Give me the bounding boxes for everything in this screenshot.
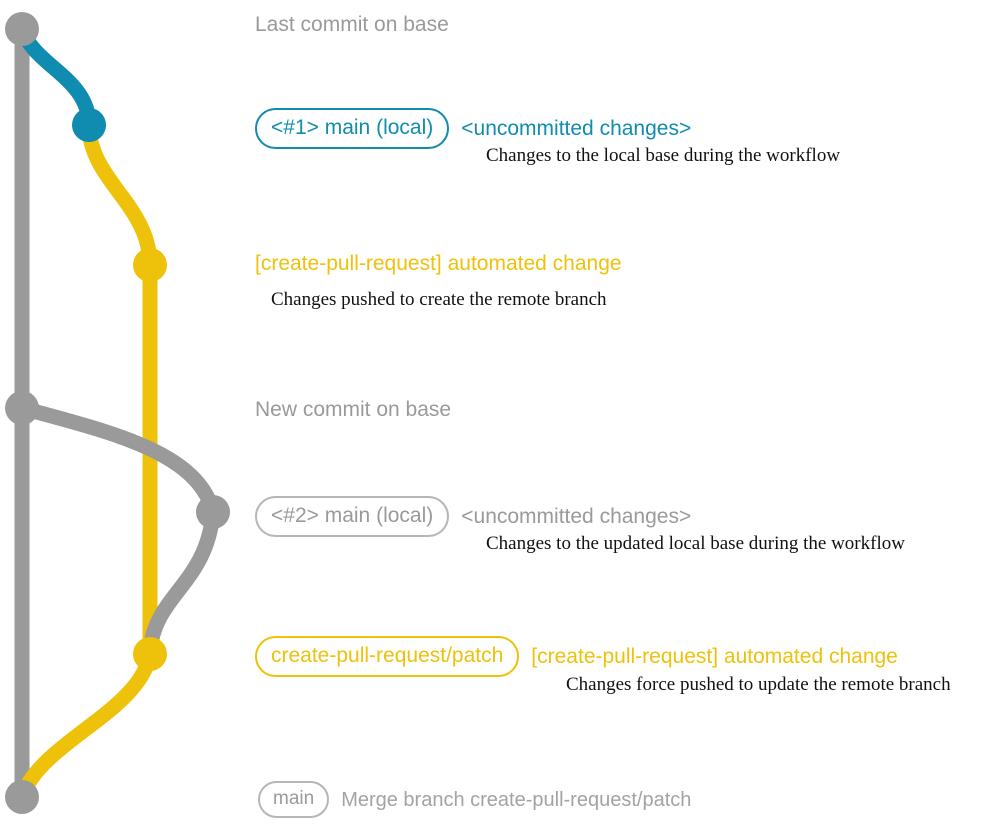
- row-subtext-automated-change-1: Changes pushed to create the remote bran…: [271, 289, 607, 310]
- row-headline-new-commit-on-base: New commit on base: [255, 398, 452, 421]
- branch-pill-create-pull-request-patch[interactable]: create-pull-request/patch: [255, 636, 520, 677]
- node-local-main-1: [72, 108, 106, 142]
- edge-local-main-2-to-patch-2: [142, 504, 221, 662]
- row-last-commit-on-base: Last commit on base: [255, 14, 449, 35]
- node-base-new: [5, 391, 39, 425]
- node-base-top: [5, 12, 39, 46]
- commit-nodes: [5, 12, 230, 814]
- edge-patch-2-to-merge: [14, 646, 158, 805]
- row-headline-last-commit-on-base: Last commit on base: [255, 13, 449, 36]
- row-headline-local-main-1: <uncommitted changes>: [461, 117, 692, 140]
- row-headline-automated-change-1: [create-pull-request] automated change: [255, 252, 622, 275]
- row-local-main-2: <#2> main (local) <uncommitted changes>: [255, 496, 691, 537]
- row-headline-automated-change-2: [create-pull-request] automated change: [531, 645, 898, 668]
- row-subtext-local-main-1: Changes to the local base during the wor…: [486, 145, 841, 166]
- row-merge-commit: main Merge branch create-pull-request/pa…: [258, 781, 691, 818]
- row-headline-local-main-2: <uncommitted changes>: [461, 505, 692, 528]
- row-local-main-1: <#1> main (local) <uncommitted changes>: [255, 108, 691, 149]
- node-patch-commit-1: [133, 248, 167, 282]
- row-subtext-automated-change-2: Changes force pushed to update the remot…: [566, 674, 951, 695]
- edge-local-main-1-to-patch-1: [81, 117, 158, 273]
- edge-base-to-local-main-1: [14, 21, 97, 133]
- branch-pill-main[interactable]: main: [258, 781, 330, 818]
- branch-pill-local-main-2[interactable]: <#2> main (local): [255, 496, 450, 537]
- branch-pill-local-main-1[interactable]: <#1> main (local): [255, 108, 450, 149]
- node-merge-commit: [5, 780, 39, 814]
- node-patch-commit-2: [133, 637, 167, 671]
- row-headline-merge-commit: Merge branch create-pull-request/patch: [341, 788, 692, 811]
- row-new-commit-on-base: New commit on base: [255, 399, 451, 420]
- node-local-main-2: [196, 495, 230, 529]
- edge-base-new-to-local-main-2: [14, 400, 221, 520]
- row-automated-change-2: create-pull-request/patch [create-pull-r…: [255, 636, 898, 677]
- row-subtext-local-main-2: Changes to the updated local base during…: [486, 533, 905, 554]
- row-automated-change-1: [create-pull-request] automated change: [255, 253, 622, 274]
